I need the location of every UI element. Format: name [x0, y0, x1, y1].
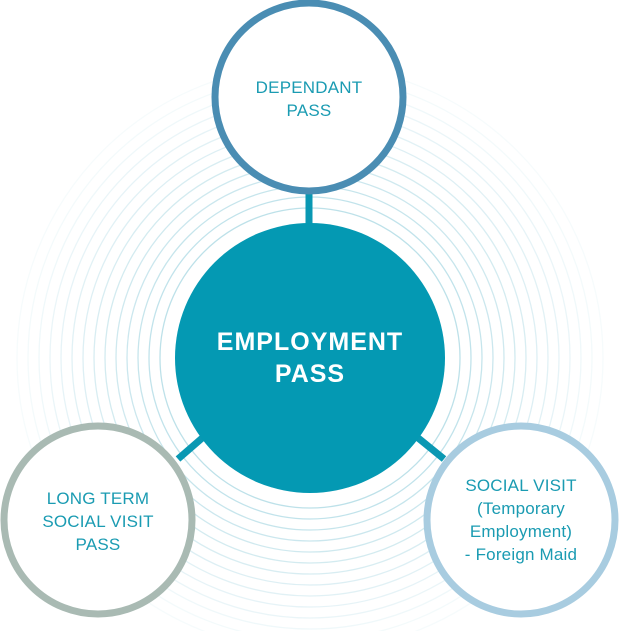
- social-visit-label-line-3: Employment): [469, 522, 573, 541]
- social-visit-node-circle: [423, 422, 619, 618]
- dependant-label-line-1: DEPENDANT: [255, 78, 363, 97]
- center-label: EMPLOYMENT PASS: [180, 318, 440, 398]
- long-term-label-line-1: LONG TERM: [46, 488, 150, 508]
- long-term-node-circle: [0, 422, 196, 618]
- dependant-label-line-2: PASS: [286, 101, 332, 120]
- long-term-node-label: LONG TERM SOCIAL VISIT PASS: [14, 485, 182, 557]
- center-label-line-1: EMPLOYMENT: [216, 328, 404, 356]
- dependant-node-circle: [211, 0, 407, 195]
- social-visit-label-line-4: - Foreign Maid: [464, 545, 578, 564]
- long-term-label-line-3: PASS: [75, 534, 121, 554]
- long-term-label-line-2: SOCIAL VISIT: [42, 511, 154, 531]
- social-visit-label-line-2: (Temporary: [477, 499, 565, 518]
- dependant-node-label: DEPENDANT PASS: [219, 74, 399, 124]
- center-circle: [175, 223, 445, 493]
- social-visit-label-line-1: SOCIAL VISIT: [465, 476, 577, 495]
- center-label-line-2: PASS: [274, 360, 346, 388]
- social-visit-node-label: SOCIAL VISIT (Temporary Employment) - Fo…: [437, 472, 605, 568]
